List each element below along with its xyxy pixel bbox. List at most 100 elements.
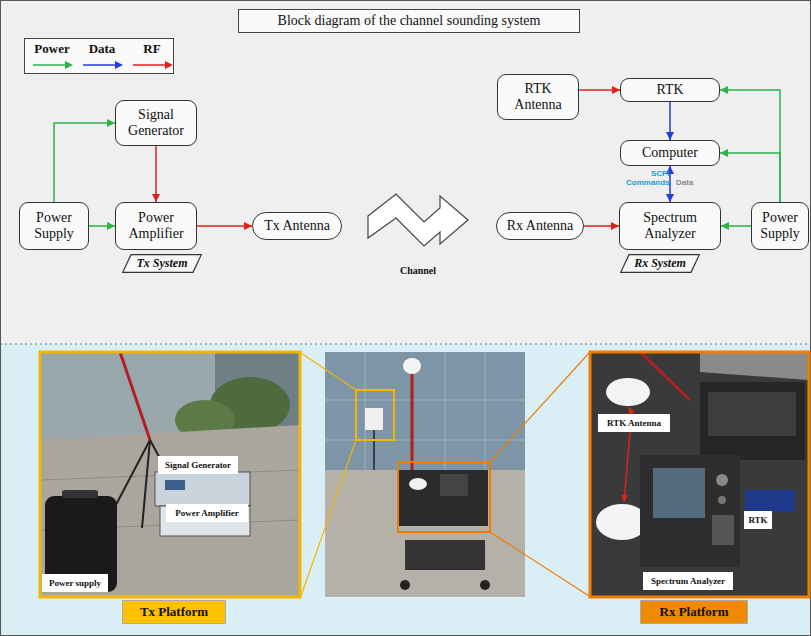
annotation: SCPI Commands [626,169,666,187]
platform-label: Rx Platform [640,600,748,624]
photo-label: Power Amplifier [166,504,248,522]
title: Block diagram of the channel sounding sy… [278,13,541,29]
parallelogram-shape [621,255,700,273]
rx-photo-part [590,352,809,597]
rx-photo-part [718,496,726,504]
tx-photo-part [40,352,300,597]
center-photo [301,352,589,597]
node-text: RTK Antenna [607,416,661,430]
center-photo-part [485,352,486,470]
center-photo-part [405,540,485,570]
process-box: Computer [620,140,720,166]
node-text: Power supply [49,576,101,590]
center-photo-part [403,358,421,374]
center-photo-part [398,470,488,526]
system-tag: Tx System [122,254,202,273]
tx-photo-part [165,480,185,490]
rx-photo-part [700,352,809,380]
channel-shape [368,194,468,246]
tx-photo-part [40,352,300,597]
rx-photo-part [700,382,805,460]
process-box: Power Supply [751,202,809,250]
connector [89,225,115,227]
annotation-text: Data [676,178,693,187]
connector [54,123,115,202]
node-text: Channel [400,265,436,276]
legend-entry: Data [79,41,125,57]
connector [197,225,252,227]
center-photo-part [445,352,446,470]
process-box: Signal Generator [115,100,197,146]
antenna-box: Tx Antenna [252,212,342,240]
node-text: Power Supply [24,210,84,242]
rx-photo [590,352,809,597]
center-photo-part [301,440,356,596]
rx-photo-part [606,378,650,406]
node-text: Computer [642,145,698,161]
rx-photo-part [590,352,809,597]
legend-text: Power [34,41,69,57]
process-box: Power Supply [19,202,89,250]
node-text: Power Supply [756,210,804,242]
tx-photo-part [62,490,98,498]
center-photo-part [398,462,490,532]
rx-photo-part [712,515,734,545]
process-box: RTK Antenna [497,74,579,120]
legend-sample-line [83,64,115,66]
annotation-text: SCPI Commands [626,169,670,187]
connector [721,225,751,227]
rx-photo-part [716,474,728,486]
connector [669,102,671,140]
node-text: Power Amplifier [175,506,239,520]
node-text: Power Amplifier [120,210,192,242]
node-text: Spectrum Analyzer [651,574,725,588]
rx-photo-part [745,490,795,512]
photo-label: RTK [744,511,772,529]
node-text: Spectrum Analyzer [624,210,716,242]
annotation: Data [676,178,706,187]
connector [584,225,619,227]
center-photo-part [411,372,414,470]
node-text: Signal Generator [165,458,231,472]
photo-label: RTK Antenna [598,414,670,432]
legend-entry: RF [129,41,175,57]
tx-photo [40,352,300,597]
node-text: RTK [656,82,683,98]
platform-label: Tx Platform [122,600,226,624]
title-box: Block diagram of the channel sounding sy… [238,9,580,33]
center-photo-part [373,430,375,470]
legend-text: Data [89,41,116,57]
center-photo-part [356,390,394,440]
legend-sample-head [115,61,123,69]
legend-sample-head [165,61,173,69]
legend-entry: Power [29,41,75,57]
legend-sample-line [33,64,65,66]
node-text: Rx Antenna [507,218,574,234]
center-photo-part [490,532,589,596]
connector [720,90,780,202]
system-tag: Rx System [620,254,700,273]
tx-photo-part [142,440,150,528]
process-box: Spectrum Analyzer [619,202,721,250]
center-photo-part [301,353,356,390]
process-box: RTK [620,78,720,102]
node-text: Signal Generator [120,107,192,139]
legend-sample-line [133,64,165,66]
rx-photo-part [653,468,705,518]
node-text: Rx System [634,256,686,271]
photo-label: Spectrum Analyzer [643,572,733,590]
rx-photo-part [640,455,740,567]
tx-photo-part [120,352,150,440]
center-photo-part [409,478,427,490]
panel-backgrounds-part [0,344,811,345]
legend-sample-head [65,61,73,69]
node-text: Tx Antenna [264,218,330,234]
channel-outline [366,186,470,252]
connector [579,89,620,91]
node-text: RTK [748,513,767,527]
photo-label: Power supply [42,574,108,592]
antenna-box: Rx Antenna [496,212,584,240]
connector [155,146,157,202]
